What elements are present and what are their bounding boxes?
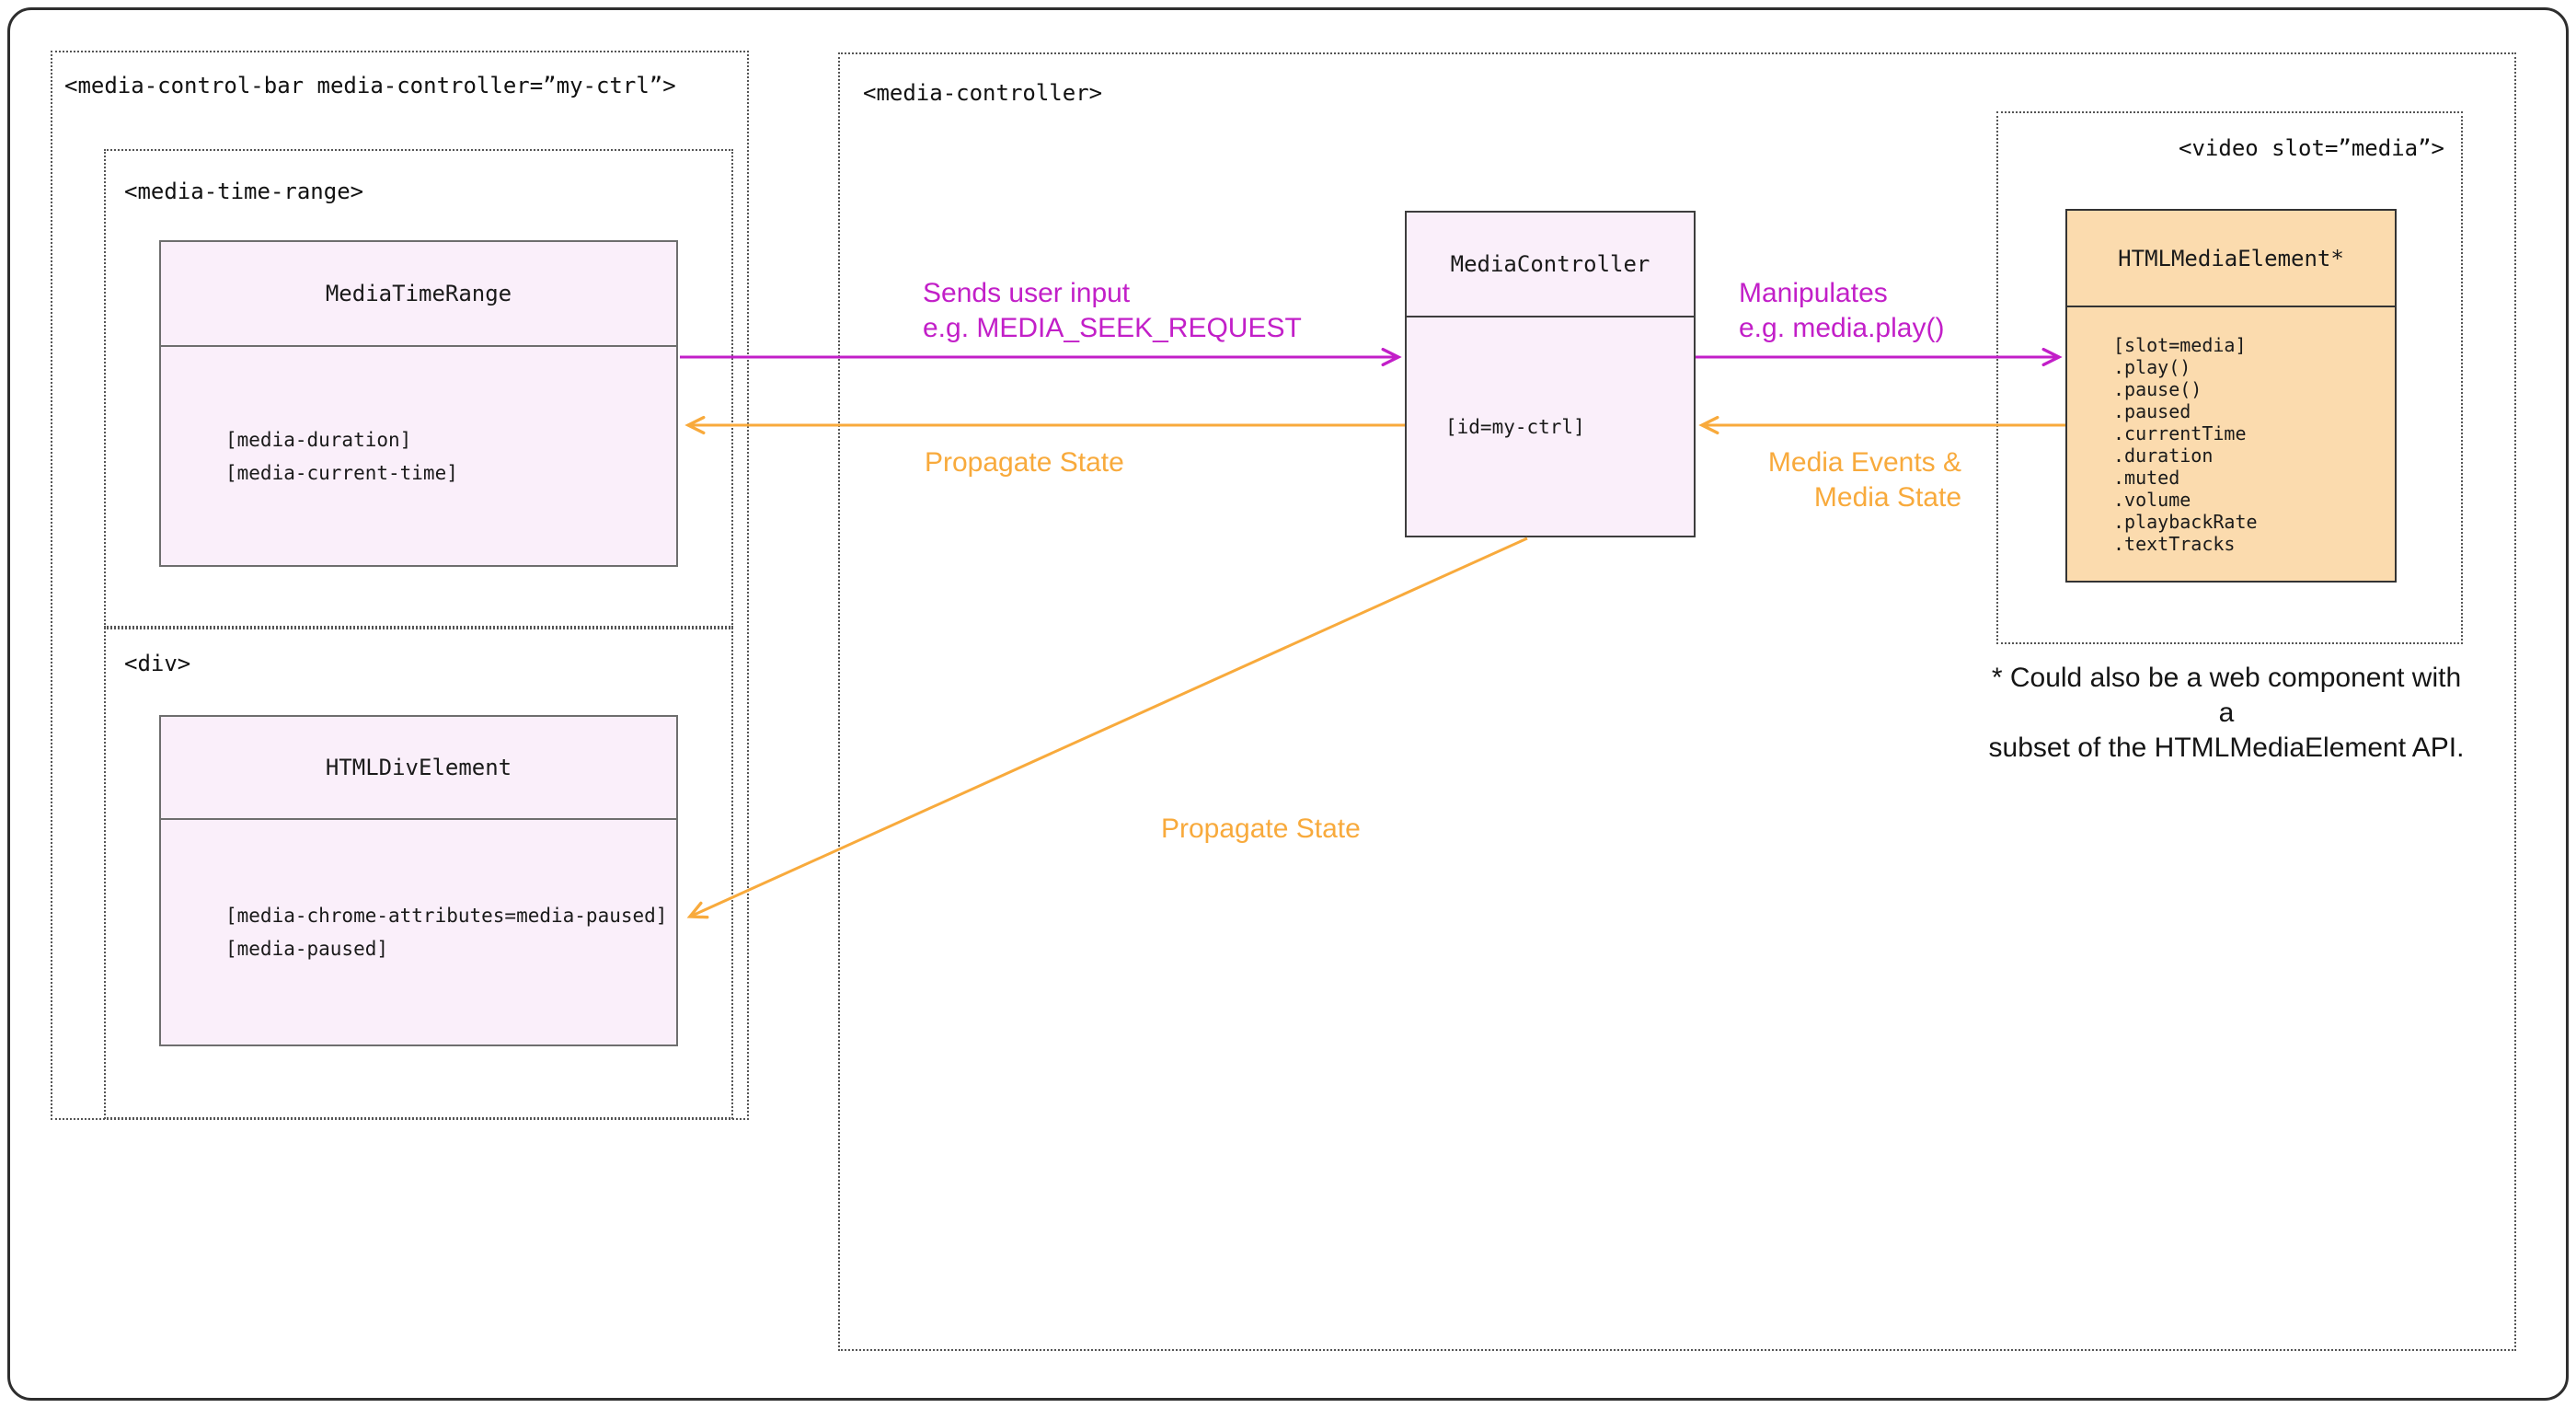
group-media-control-bar-label: <media-control-bar media-controller=”my-… [64,73,676,98]
group-div-label: <div> [124,651,191,676]
class-html-div-element: HTMLDivElement [media-chrome-attributes=… [159,715,678,1046]
class-html-media-element: HTMLMediaElement* [slot=media] .play() .… [2065,209,2397,583]
class-html-media-element-members: [slot=media] .play() .pause() .paused .c… [2113,333,2258,555]
group-media-controller-label: <media-controller> [863,80,1103,106]
footnote: * Could also be a web component with a s… [1988,663,2465,763]
label-media-events: Media Events & Media State [1767,447,1961,513]
label-propagate-state-diagonal: Propagate State [1161,814,1361,844]
group-video: <video slot=”media”> [1996,111,2463,644]
class-media-time-range: MediaTimeRange [media-duration] [media-c… [159,240,678,567]
label-manipulates: Manipulates e.g. media.play() [1739,278,1945,343]
class-media-controller: MediaController [id=my-ctrl] [1405,211,1696,537]
class-html-div-element-title: HTMLDivElement [161,717,676,820]
label-propagate-state-left: Propagate State [925,447,1124,478]
class-media-time-range-members: [media-duration] [media-current-time] [225,428,458,484]
group-media-time-range: <media-time-range> [104,149,733,628]
class-media-controller-title: MediaController [1407,213,1694,317]
group-media-time-range-label: <media-time-range> [124,179,364,204]
class-html-media-element-title: HTMLMediaElement* [2067,211,2395,307]
class-media-controller-members: [id=my-ctrl] [1445,415,1585,438]
class-html-div-element-members: [media-chrome-attributes=media-paused] [… [225,905,668,960]
class-media-time-range-title: MediaTimeRange [161,242,676,347]
label-sends-user-input: Sends user input e.g. MEDIA_SEEK_REQUEST [923,278,1302,343]
group-video-label: <video slot=”media”> [2179,135,2444,161]
